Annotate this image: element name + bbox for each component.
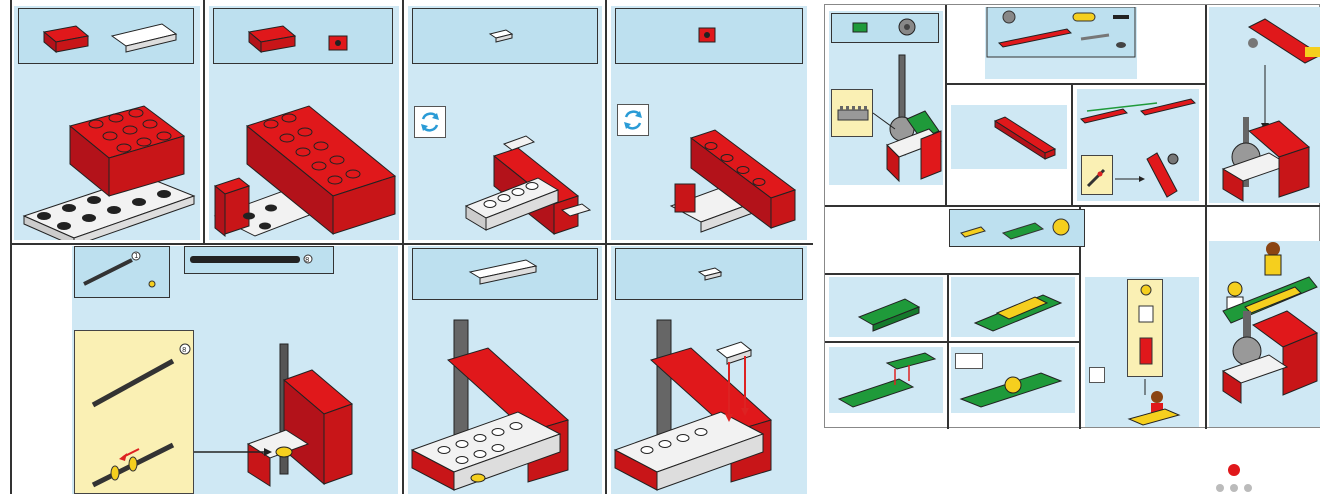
count-label: 8 [305, 256, 309, 264]
right-step-g3-panel [829, 347, 943, 413]
page-corner-logo-fragment [1206, 458, 1266, 494]
grid-line [945, 5, 947, 205]
right-step-i-panel [1209, 241, 1320, 427]
grid-line [605, 0, 607, 494]
grid-line [10, 243, 813, 245]
count-label: 1 [134, 252, 138, 260]
step-7-parts-illustration [611, 246, 807, 300]
right-step-b-panel [985, 7, 1137, 79]
step-2-parts-illustration [209, 6, 399, 66]
right-step-g4-model-illustration [951, 347, 1075, 413]
step-1-model-illustration [14, 66, 200, 240]
step-5-model-illustration [72, 294, 398, 494]
step-3-panel [408, 6, 602, 240]
right-step-e-panel [1209, 7, 1320, 203]
grid-line [947, 273, 949, 429]
right-step-g2-model-illustration [951, 277, 1075, 337]
grid-line [825, 341, 1079, 343]
step-7-model-illustration [611, 300, 807, 494]
step-6-model-illustration [408, 300, 602, 494]
grid-line [402, 0, 404, 494]
step-1-panel [14, 6, 200, 240]
step-4-model-illustration [611, 66, 807, 240]
grid-line [1071, 83, 1073, 205]
right-step-a-panel [829, 11, 943, 185]
step-3-parts-illustration [408, 6, 602, 66]
grid-line [945, 83, 1205, 85]
right-step-c-panel [951, 105, 1067, 169]
step-4-panel [611, 6, 807, 240]
grid-line [825, 205, 1320, 207]
right-step-h-model-illustration [1085, 277, 1199, 427]
right-step-g3-model-illustration [829, 347, 943, 413]
right-step-g2-panel [951, 277, 1075, 337]
right-step-a-model-illustration [829, 11, 943, 185]
step-7-panel [611, 246, 807, 494]
right-step-g1-model-illustration [829, 277, 943, 337]
right-step-d-panel [1077, 89, 1199, 201]
step-1-parts-illustration [14, 6, 200, 66]
right-step-b-parts-illustration [985, 7, 1137, 79]
step-5-parts-illustration-b: 8 [184, 246, 344, 276]
right-step-e-model-illustration [1209, 7, 1320, 203]
step-6-panel [408, 246, 602, 494]
right-step-g4-panel [951, 347, 1075, 413]
right-step-c-model-illustration [951, 105, 1067, 169]
right-step-d-callout [1081, 155, 1113, 195]
grid-line [10, 0, 12, 494]
right-step-g1-panel [829, 277, 943, 337]
step-5-panel: 1 8 8 [72, 246, 398, 494]
grid-line [825, 273, 1079, 275]
step-6-parts-illustration [408, 246, 602, 300]
grid-line [203, 0, 205, 243]
step-2-panel [209, 6, 399, 240]
step-5-parts-illustration-a: 1 [72, 246, 172, 298]
right-step-h-panel [1085, 277, 1199, 427]
left-instruction-sheet: 1 8 8 [10, 0, 813, 494]
step-2-model-illustration [209, 66, 399, 240]
grid-line [1205, 5, 1207, 429]
right-step-f-parts-illustration [949, 209, 1089, 249]
right-instruction-sheet [824, 4, 1320, 428]
step-4-parts-illustration [611, 6, 807, 66]
step-3-model-illustration [408, 66, 602, 240]
right-step-i-model-illustration [1209, 241, 1320, 427]
